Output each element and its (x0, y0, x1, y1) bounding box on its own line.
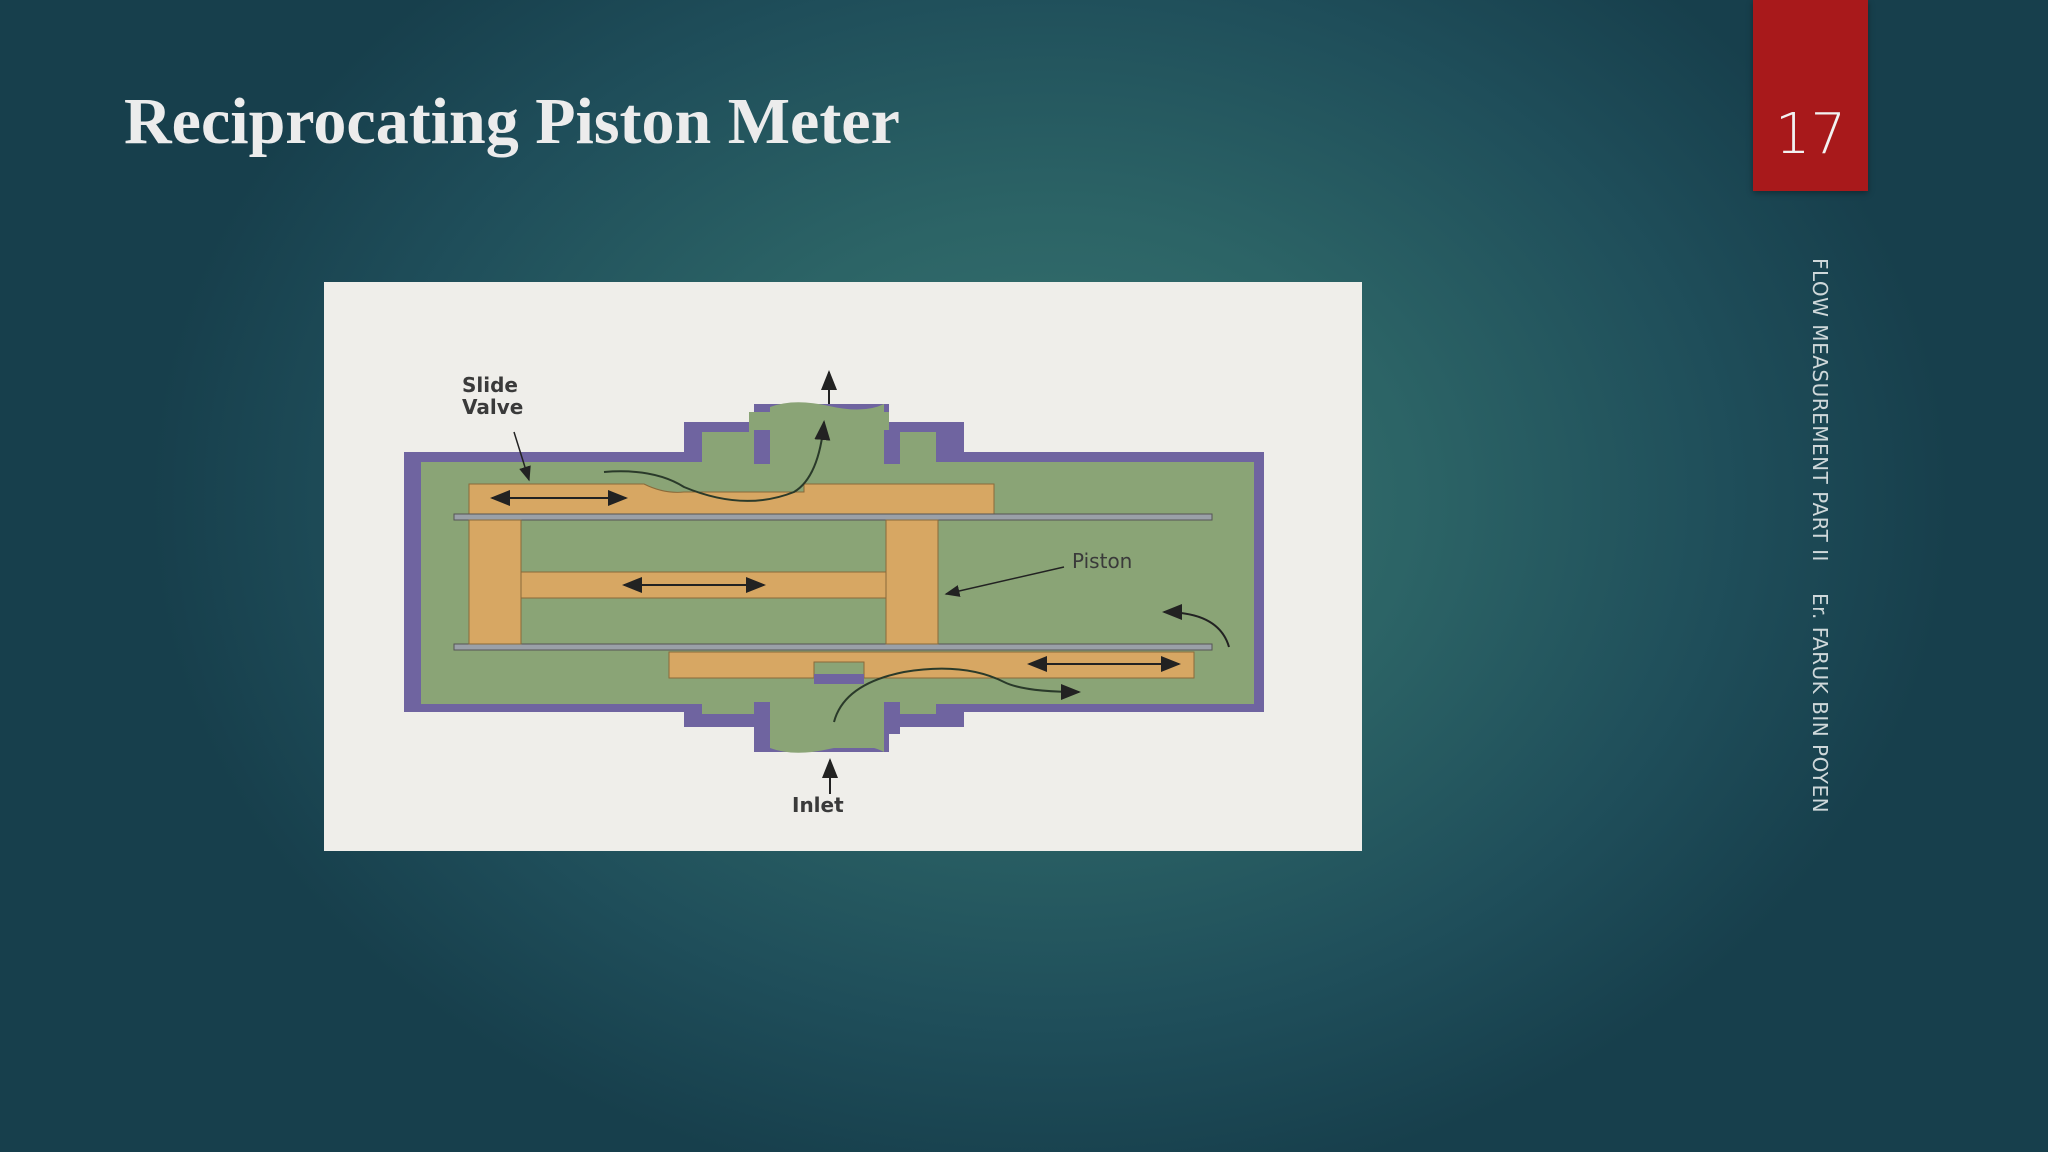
upper-piston-rod (453, 513, 1213, 521)
slide-valve-label-line1: Slide (462, 373, 518, 397)
top-flow-curve (603, 420, 831, 502)
slide-valve-label-line2: Valve (462, 395, 524, 419)
bottom-valve-port (814, 674, 864, 684)
bottom-flow-curve (833, 667, 1081, 723)
piston-leader (944, 566, 1065, 597)
slide-valve-label: Slide Valve (462, 374, 523, 418)
return-flow-curve (1162, 604, 1230, 648)
page-number: 17 (1774, 102, 1847, 167)
inlet-pipe (770, 702, 884, 753)
port-wall-right-top (884, 430, 900, 464)
lower-piston-rod (453, 643, 1213, 651)
port-wall-right-bottom (884, 702, 900, 734)
slide-title: Reciprocating Piston Meter (124, 85, 900, 158)
piston-right-plate (885, 519, 939, 645)
inlet-label: Inlet (792, 793, 844, 817)
port-wall-left-top (754, 430, 770, 464)
piston-left-plate (468, 519, 522, 645)
piston-label: Piston (1072, 549, 1133, 573)
footer-author: Er. FARUK BIN POYEN (1808, 592, 1832, 813)
diagram-drawing (404, 370, 1264, 794)
port-wall-left-bottom (754, 702, 770, 734)
slide-valve-leader (513, 431, 531, 482)
page-number-tab: 17 (1753, 0, 1868, 191)
piston-meter-diagram: Slide Valve Piston Inlet (324, 282, 1362, 851)
vertical-footer: FLOW MEASUREMENT PART II Er. FARUK BIN P… (1808, 258, 1832, 837)
footer-course-title: FLOW MEASUREMENT PART II (1808, 258, 1832, 562)
outlet-pipe (770, 402, 884, 462)
